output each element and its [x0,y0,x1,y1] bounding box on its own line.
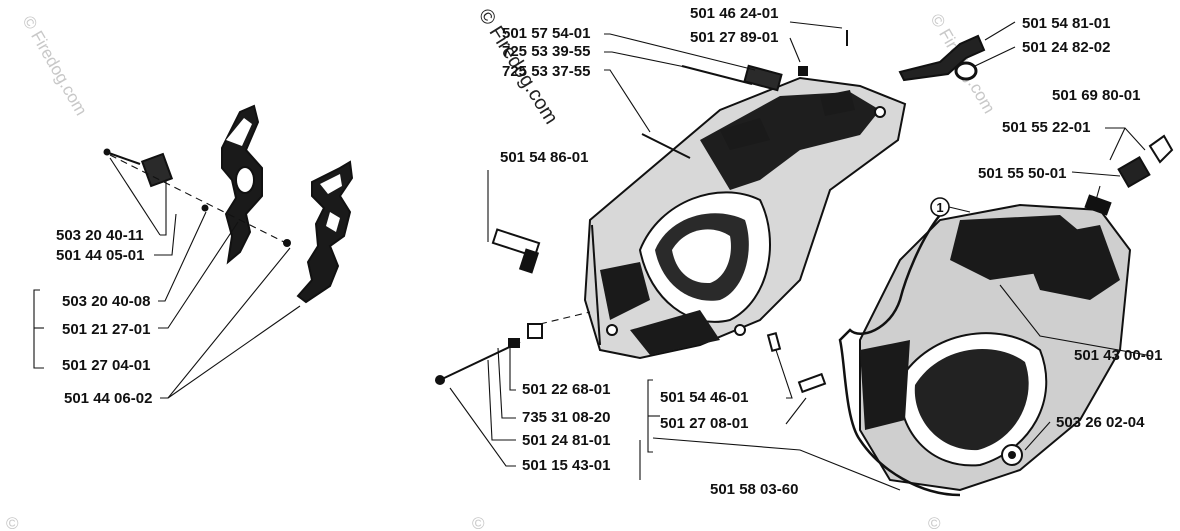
part-label: 503 20 40-08 [62,293,150,310]
part-label: 501 27 04-01 [62,357,150,374]
part-label: 501 22 68-01 [522,381,610,398]
part-label: 501 44 06-02 [64,390,152,407]
part-label: 725 53 39-55 [502,43,590,60]
part-label: 501 43 00-01 [1074,347,1162,364]
chain-catcher-assembly [103,104,354,304]
part-label: 735 31 08-20 [522,409,610,426]
right-hardware [797,34,1174,394]
part-label: 725 53 37-55 [502,63,590,80]
watermark-corner: © [472,514,485,531]
part-label: 503 20 40-11 [56,227,144,244]
part-labels: 503 20 40-11 501 44 05-01 503 20 40-08 5… [56,5,1162,498]
callout-marker: 1 [930,197,971,217]
part-label: 501 55 22-01 [1002,119,1090,136]
part-label: 501 46 24-01 [690,5,778,22]
watermark-corner: © [6,514,19,531]
part-label: 501 15 43-01 [522,457,610,474]
part-label: 501 58 03-60 [710,481,798,498]
part-label: 501 27 08-01 [660,415,748,432]
centre-hardware [435,30,848,385]
callout-number: 1 [936,200,943,215]
crankcase-half [583,76,907,360]
part-label: 501 55 50-01 [978,165,1066,182]
watermark-faint: © Firedog.com [19,13,91,119]
watermark-corner: © [928,514,941,531]
part-label: 501 69 80-01 [1052,87,1140,104]
part-label: 503 26 02-04 [1056,414,1145,431]
part-label: 501 57 54-01 [502,25,590,42]
leader-lines [33,21,1153,491]
part-label: 501 21 27-01 [62,321,150,338]
part-label: 501 27 89-01 [690,29,778,46]
part-label: 501 24 81-01 [522,432,610,449]
part-label: 501 44 05-01 [56,247,144,264]
crankcase-fan-side [838,203,1132,497]
part-label: 501 54 86-01 [500,149,588,166]
part-label: 501 24 82-02 [1022,39,1110,56]
part-label: 501 54 46-01 [660,389,748,406]
part-label: 501 54 81-01 [1022,15,1110,32]
